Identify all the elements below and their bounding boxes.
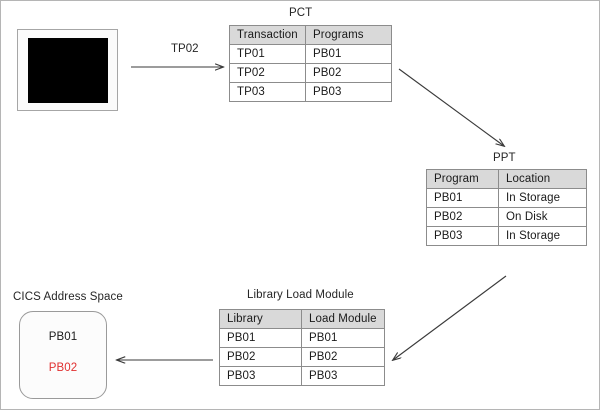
ppt-caption: PPT — [493, 152, 516, 164]
pct-header-programs: Programs — [305, 25, 392, 45]
table-row: PB03 In Storage — [426, 226, 587, 246]
table-header-row: Transaction Programs — [229, 25, 392, 45]
ppt-table: Program Location PB01 In Storage PB02 On… — [426, 169, 587, 246]
arrow-label-tp02: TP02 — [171, 43, 199, 55]
arrow-pct-to-ppt — [398, 68, 504, 146]
ppt-cell-location: On Disk — [498, 207, 587, 227]
pct-table: Transaction Programs TP01 PB01 TP02 PB02… — [229, 25, 392, 102]
table-row: PB01 PB01 — [219, 328, 385, 348]
cics-caption: CICS Address Space — [13, 291, 123, 303]
library-cell-load-module: PB01 — [301, 328, 385, 348]
library-cell-load-module: PB03 — [301, 366, 385, 386]
library-header-library: Library — [219, 309, 302, 329]
arrow-ppt-to-library — [393, 275, 507, 360]
pct-cell-transaction: TP01 — [229, 44, 306, 64]
pct-cell-transaction: TP02 — [229, 63, 306, 83]
library-header-load-module: Load Module — [301, 309, 385, 329]
pct-cell-program: PB02 — [305, 63, 392, 83]
library-cell-load-module: PB02 — [301, 347, 385, 367]
cics-program-pb02: PB02 — [48, 362, 78, 374]
library-table: Library Load Module PB01 PB01 PB02 PB02 … — [219, 309, 385, 386]
terminal-icon — [17, 29, 118, 111]
pct-caption: PCT — [289, 7, 313, 19]
table-row: TP02 PB02 — [229, 63, 392, 83]
pct-header-transaction: Transaction — [229, 25, 306, 45]
ppt-cell-location: In Storage — [498, 188, 587, 208]
ppt-cell-program: PB03 — [426, 226, 499, 246]
ppt-cell-program: PB01 — [426, 188, 499, 208]
library-caption: Library Load Module — [247, 289, 354, 301]
pct-cell-program: PB01 — [305, 44, 392, 64]
cics-program-pb01: PB01 — [48, 331, 78, 343]
library-cell-library: PB01 — [219, 328, 302, 348]
table-row: TP01 PB01 — [229, 44, 392, 64]
terminal-screen — [28, 38, 108, 103]
table-header-row: Program Location — [426, 169, 587, 189]
table-row: TP03 PB03 — [229, 82, 392, 102]
ppt-header-location: Location — [498, 169, 587, 189]
table-row: PB02 PB02 — [219, 347, 385, 367]
table-row: PB03 PB03 — [219, 366, 385, 386]
cics-address-space-box: PB01 PB02 — [19, 311, 107, 399]
library-cell-library: PB03 — [219, 366, 302, 386]
pct-cell-program: PB03 — [305, 82, 392, 102]
ppt-header-program: Program — [426, 169, 499, 189]
ppt-cell-location: In Storage — [498, 226, 587, 246]
pct-cell-transaction: TP03 — [229, 82, 306, 102]
table-row: PB01 In Storage — [426, 188, 587, 208]
library-cell-library: PB02 — [219, 347, 302, 367]
table-row: PB02 On Disk — [426, 207, 587, 227]
ppt-cell-program: PB02 — [426, 207, 499, 227]
table-header-row: Library Load Module — [219, 309, 385, 329]
